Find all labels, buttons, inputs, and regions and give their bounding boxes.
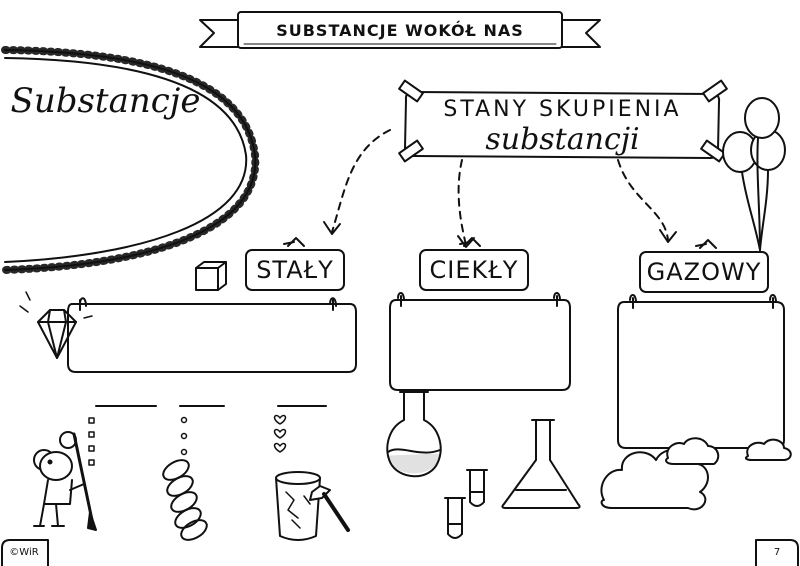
round-flask-icon [386, 391, 442, 478]
liquid-box [389, 292, 571, 391]
states-card-line2: substancji [485, 121, 640, 157]
broken-glass-hammer-icon [275, 471, 350, 541]
title-banner [199, 11, 601, 49]
state-label-liquid: CIEKŁY [429, 256, 519, 284]
spring-icon [162, 459, 208, 541]
substance-arc [1, 46, 260, 274]
marker-hearts [273, 414, 287, 453]
banner-title: SUBSTANCJE WOKÓŁ NAS [276, 20, 524, 40]
mouse-painter-icon [33, 431, 97, 531]
marker-squares [88, 417, 95, 466]
balloons-icon [722, 97, 786, 251]
state-label-gas: GAZOWY [646, 258, 762, 286]
gas-box [617, 294, 785, 449]
cloud-icon-medium [665, 437, 720, 465]
main-heading: Substancje [10, 81, 201, 121]
page-number: 7 [773, 546, 781, 558]
test-tube-icon-2 [444, 497, 466, 539]
page-corner-bottom-left [1, 539, 49, 566]
erlenmeyer-flask-icon [501, 419, 581, 509]
test-tube-icon-1 [466, 469, 488, 507]
states-card [398, 79, 728, 163]
solid-box [67, 297, 357, 373]
marker-circles [180, 416, 188, 456]
states-card-line1: STANY SKUPIENIA [443, 96, 682, 122]
diamond-icon [19, 291, 93, 359]
cloud-icon-small [744, 438, 792, 461]
state-label-boxes [245, 237, 769, 293]
page-corner-bottom-right [755, 539, 799, 566]
copyright-text: ©WiR [9, 546, 39, 558]
cube-icon [195, 261, 227, 291]
arrows [331, 129, 669, 246]
arrow-heads [323, 221, 677, 248]
state-label-solid: STAŁY [256, 256, 334, 284]
